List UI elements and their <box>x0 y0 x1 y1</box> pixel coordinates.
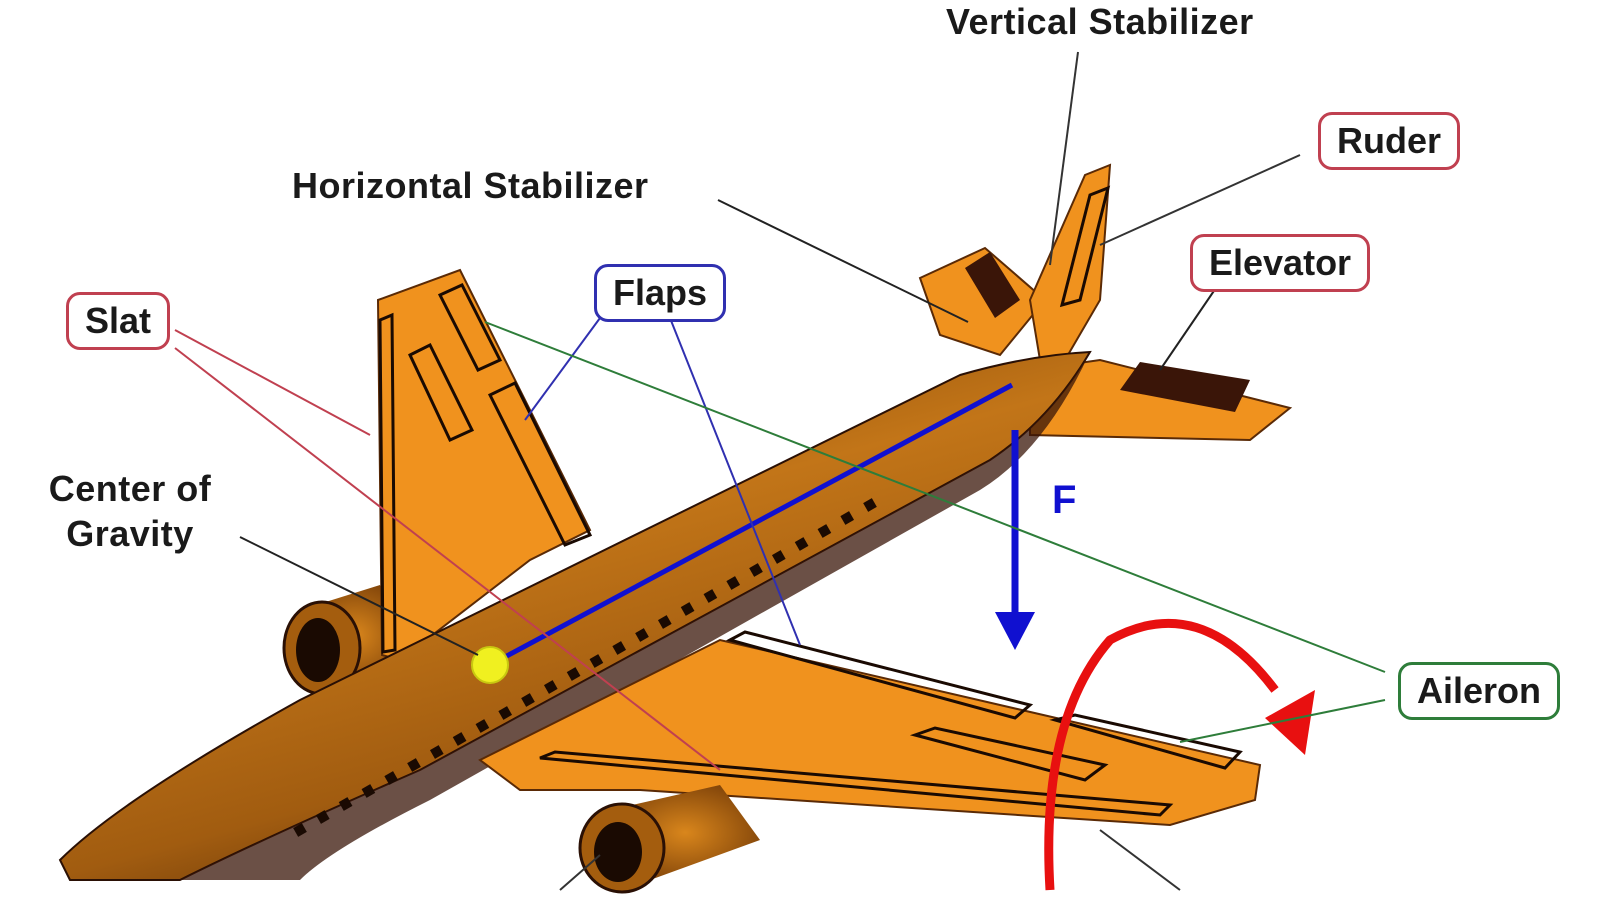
center-of-gravity-line2: Gravity <box>30 511 230 556</box>
vertical-stabilizer-label: Vertical Stabilizer <box>946 4 1254 40</box>
engine-near <box>580 785 760 892</box>
center-of-gravity-label: Center of Gravity <box>30 466 230 556</box>
aileron-label: Aileron <box>1398 662 1560 720</box>
horizontal-stabilizer-label: Horizontal Stabilizer <box>292 168 649 204</box>
center-of-gravity-line1: Center of <box>30 466 230 511</box>
ruder-label: Ruder <box>1318 112 1460 170</box>
slat-label: Slat <box>66 292 170 350</box>
flaps-label: Flaps <box>594 264 726 322</box>
force-label: F <box>1052 480 1077 520</box>
center-of-gravity-dot <box>472 647 508 683</box>
elevator-label: Elevator <box>1190 234 1370 292</box>
